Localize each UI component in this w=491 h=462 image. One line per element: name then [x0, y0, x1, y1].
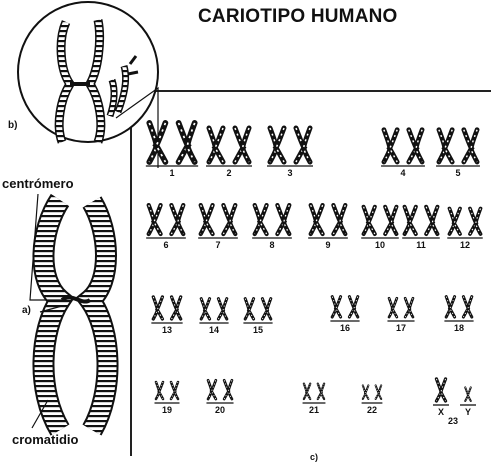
chromosome-pair-6: 6 [146, 205, 186, 250]
chromosome-pair-label: 8 [269, 240, 274, 250]
chromosome-pair-label: 13 [162, 325, 172, 335]
chromosome-pair-8: 8 [252, 205, 292, 250]
chromosome-pair-label: 20 [215, 405, 225, 415]
chromosome-pair-label: 3 [287, 168, 292, 178]
chromosome-pair-label: 22 [367, 405, 377, 415]
chromosome-pair-1: 1 [146, 123, 198, 178]
chromosome-pair-label: Y [465, 407, 471, 417]
chromosome-pair-19: 19 [155, 382, 180, 415]
chromosome-pair-16: 16 [330, 297, 359, 333]
chromosome-pair-label: 16 [340, 323, 350, 333]
chromosome-pair-label: 10 [375, 240, 385, 250]
inset-circle-b [18, 2, 158, 142]
chromosome-pair-label: 14 [209, 325, 219, 335]
chromosome-pair-10: 10 [361, 207, 399, 250]
chromosome-pair-3: 3 [267, 128, 313, 178]
chromosome-pair-y: Y [460, 387, 476, 417]
chromosome-pair-label: 21 [309, 405, 319, 415]
chromosome-pair-label: 17 [396, 323, 406, 333]
chromosome-pair-12: 12 [447, 209, 483, 251]
chromosome-pair-label: 7 [215, 240, 220, 250]
chromosome-pair-label: 5 [455, 168, 460, 178]
chromosome-pair-14: 14 [199, 299, 228, 335]
chromosome-pair-label: 15 [253, 325, 263, 335]
chromosome-pair-label: 6 [163, 240, 168, 250]
chromosome-pair-7: 7 [198, 205, 238, 250]
chromosome-pair-22: 22 [362, 385, 383, 415]
chromosome-pair-label: 18 [454, 323, 464, 333]
chromosome-pair-20: 20 [206, 380, 233, 415]
chromosome-pair-4: 4 [381, 130, 425, 178]
chromosome-pair-5: 5 [436, 130, 480, 178]
chromosome-pair-18: 18 [444, 297, 473, 333]
chromosome-pair-label: 2 [226, 168, 231, 178]
karyotype-pairs: 12345678910111213141516171819202122XY [146, 123, 483, 417]
chromosome-pair-label: 9 [325, 240, 330, 250]
chromosome-pair-13: 13 [151, 297, 182, 335]
chromosome-pair-x: X [433, 379, 449, 417]
chromosome-pair-17: 17 [387, 298, 414, 333]
chromosome-pair-label: 4 [400, 168, 405, 178]
chromosome-pair-21: 21 [303, 384, 326, 415]
chromosome-pair-label: 19 [162, 405, 172, 415]
chromosome-pair-9: 9 [308, 205, 348, 250]
large-chromosome-a [43, 200, 107, 430]
pair-23-number: 23 [448, 416, 458, 426]
chromosome-pair-label: 1 [169, 168, 174, 178]
chromosome-pair-label: X [438, 407, 444, 417]
chromosome-pair-15: 15 [243, 299, 272, 335]
chromosome-pair-11: 11 [402, 207, 440, 250]
chromosome-pair-label: 11 [416, 240, 426, 250]
chromosome-pair-2: 2 [206, 128, 252, 178]
chromosome-pair-label: 12 [460, 240, 470, 250]
